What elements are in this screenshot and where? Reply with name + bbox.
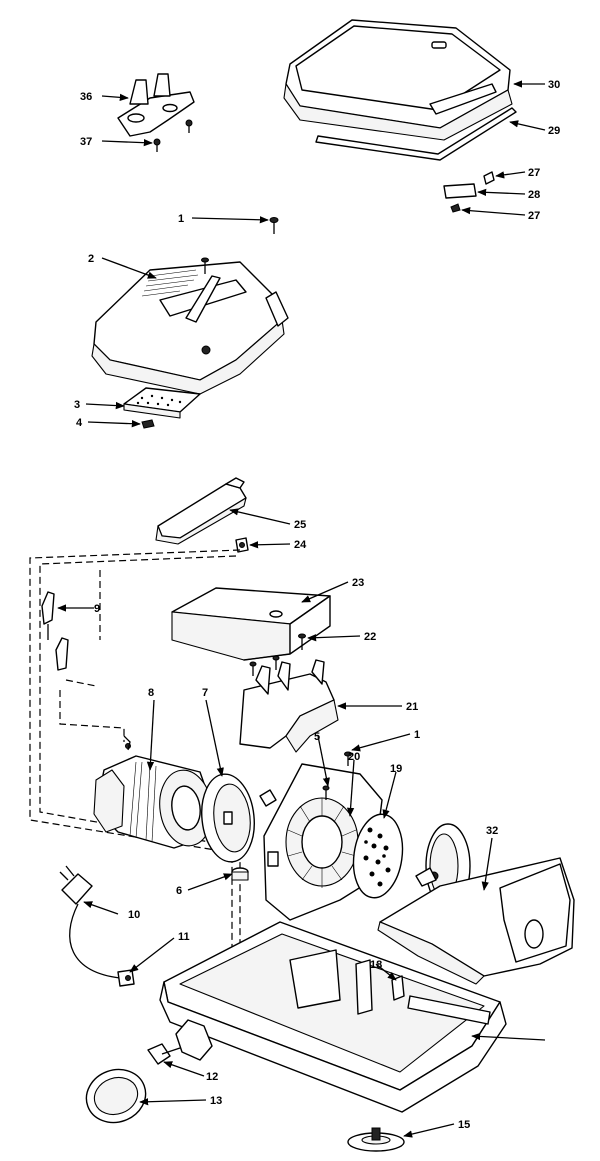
label-part-30: 30 bbox=[548, 79, 560, 91]
label-part-37: 37 bbox=[80, 136, 92, 148]
part-22-screw bbox=[298, 633, 306, 650]
wiring-harness bbox=[29, 549, 241, 990]
leader-lines bbox=[57, 80, 546, 1138]
part-23-motor-cover bbox=[171, 587, 331, 661]
label-part-15: 15 bbox=[458, 1119, 470, 1131]
label-part-24: 24 bbox=[294, 539, 307, 551]
label-part-27-bottom: 27 bbox=[528, 210, 540, 222]
label-part-29: 29 bbox=[548, 125, 560, 137]
part-labels: 36 37 30 29 27 28 27 1 2 3 4 25 24 23 22… bbox=[74, 79, 560, 1131]
part-28-latch bbox=[443, 183, 477, 199]
label-part-4: 4 bbox=[76, 417, 83, 429]
part-30-top-lid bbox=[283, 19, 513, 141]
part-29-gasket bbox=[315, 107, 517, 161]
label-part-2: 2 bbox=[88, 253, 94, 265]
label-part-18: 18 bbox=[370, 959, 382, 971]
part-2-hood bbox=[91, 261, 289, 395]
label-part-28: 28 bbox=[528, 189, 540, 201]
label-part-1-top: 1 bbox=[178, 213, 184, 225]
base-housing bbox=[159, 921, 507, 1113]
part-1-screw-top bbox=[269, 217, 279, 234]
part-15-caster bbox=[347, 1127, 405, 1152]
part-21-motor-mount bbox=[239, 659, 339, 753]
label-part-36: 36 bbox=[80, 91, 92, 103]
part-11-cord-strain-relief bbox=[117, 969, 135, 987]
label-part-9: 9 bbox=[94, 603, 100, 615]
part-37-screws bbox=[153, 119, 193, 152]
label-part-20: 20 bbox=[348, 751, 360, 763]
part-13-wheel bbox=[85, 1068, 147, 1124]
part-21-screws bbox=[249, 655, 280, 676]
part-25-switch-cover bbox=[155, 477, 247, 545]
label-part-8: 8 bbox=[148, 687, 154, 699]
part-7-fan-housing bbox=[201, 773, 277, 863]
label-part-25: 25 bbox=[294, 519, 306, 531]
label-part-23: 23 bbox=[352, 577, 364, 589]
label-part-11: 11 bbox=[178, 931, 190, 943]
label-part-10: 10 bbox=[128, 909, 140, 921]
label-part-27-top: 27 bbox=[528, 167, 540, 179]
part-8-motor bbox=[93, 735, 215, 849]
part-36-handle-bracket bbox=[117, 73, 195, 137]
part-3-filter bbox=[123, 387, 201, 419]
part-6-fitting bbox=[231, 867, 249, 881]
part-12-wheel-axle bbox=[147, 1043, 181, 1065]
label-part-13: 13 bbox=[210, 1095, 222, 1107]
label-part-6: 6 bbox=[176, 885, 182, 897]
label-part-7: 7 bbox=[202, 687, 208, 699]
part-24-switch bbox=[235, 537, 249, 553]
label-part-1-right: 1 bbox=[414, 729, 420, 741]
part-1-screw-fan bbox=[344, 751, 352, 766]
label-part-21: 21 bbox=[406, 701, 418, 713]
part-10-power-cord bbox=[59, 865, 121, 979]
part-1-screw-hood bbox=[201, 257, 209, 274]
label-part-22: 22 bbox=[364, 631, 376, 643]
part-32-dust-bag bbox=[377, 857, 575, 985]
label-part-3: 3 bbox=[74, 399, 80, 411]
part-9-wire-connector bbox=[41, 591, 69, 671]
label-part-5: 5 bbox=[314, 731, 320, 743]
part-4-clip bbox=[141, 419, 155, 429]
label-part-12: 12 bbox=[206, 1071, 218, 1083]
part-27-latch-spring bbox=[450, 171, 495, 213]
part-18-clip bbox=[391, 975, 405, 1001]
label-part-19: 19 bbox=[390, 763, 402, 775]
label-part-32: 32 bbox=[486, 825, 498, 837]
